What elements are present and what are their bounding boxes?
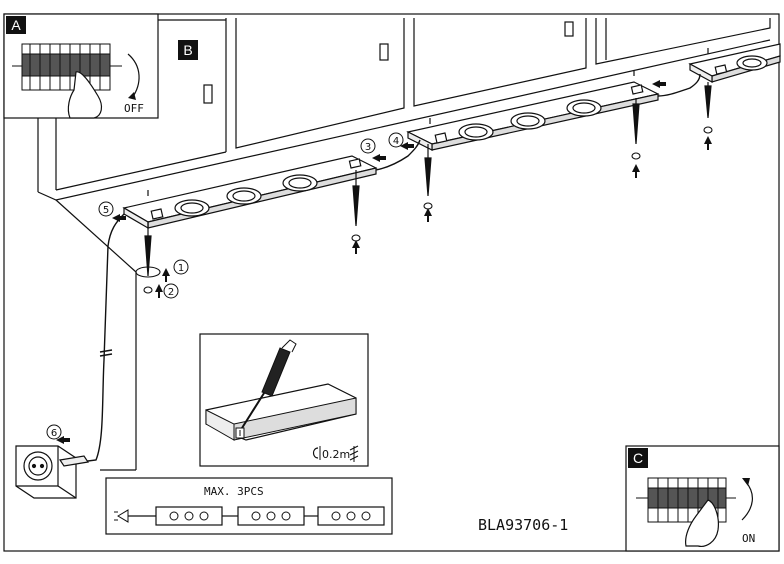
panel-a-state-label: OFF: [124, 102, 144, 115]
breaker-icon: [12, 43, 122, 91]
push-up-arrows: [155, 136, 712, 298]
light-bar-3: [688, 43, 781, 84]
screwdriver-icon: [241, 389, 267, 429]
panel-b-badge: [178, 40, 198, 60]
model-code: BLA93706-1: [478, 516, 568, 534]
step-1: 1: [178, 263, 184, 274]
panel-a-letter: A: [11, 17, 21, 33]
hatched-wall-icon: [349, 445, 359, 462]
chain-light-2: [237, 506, 305, 526]
panel-a-badge: [6, 16, 26, 34]
chain-light-3: [317, 506, 385, 526]
clearance-icon: [312, 447, 319, 459]
chain-light-1: [155, 506, 223, 526]
panel-c-state-label: ON: [742, 532, 755, 545]
door-handles: [203, 21, 574, 104]
hand-on-icon: [685, 499, 719, 547]
step-labels: 1 2 3 4 5 6: [51, 136, 399, 439]
screwdriver-detail: 0.2m: [199, 333, 369, 467]
plug-direction-arrows: [56, 80, 666, 444]
step-6: 6: [51, 428, 57, 439]
step-5: 5: [103, 205, 109, 216]
max-pcs-label: MAX. 3PCS: [204, 485, 264, 498]
step-3: 3: [365, 142, 371, 153]
step-markers: [46, 132, 404, 440]
diagram-frame: [3, 13, 780, 552]
light-bar-1: [122, 155, 378, 230]
max-chain-box: MAX. 3PCS: [105, 477, 393, 535]
connector-cables: [79, 73, 701, 463]
panel-c: C ON: [625, 445, 780, 552]
wall-socket-icon: [15, 445, 90, 499]
light-bar-2: [406, 81, 660, 151]
panel-b-letter: B: [183, 42, 192, 58]
panel-c-badge: [628, 448, 648, 468]
step-4: 4: [393, 136, 399, 147]
panel-a: A OFF: [3, 13, 159, 119]
step-2: 2: [168, 287, 174, 298]
hand-icon: [67, 71, 103, 119]
screws: [144, 48, 712, 277]
breaker-on-icon: [636, 477, 736, 523]
panel-c-letter: C: [633, 450, 643, 466]
clearance-label: 0.2m: [322, 448, 350, 461]
wall-anchors: [135, 126, 713, 294]
